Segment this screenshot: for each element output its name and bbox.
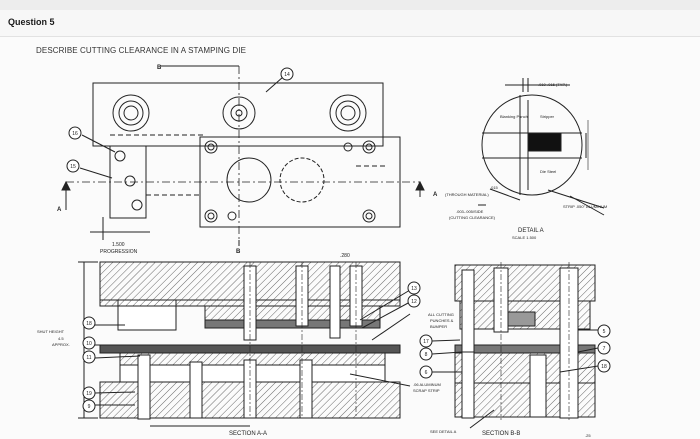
balloon-7: 7 (603, 346, 606, 352)
balloon-13: 13 (411, 286, 417, 292)
dim-015: .015 (490, 185, 499, 190)
question-header: Question 5 (0, 10, 700, 37)
section-marker-b-top: B (157, 65, 162, 71)
blanking-punch-section (527, 132, 562, 152)
section-marker-a-right: A (433, 192, 438, 198)
progression-label: PROGRESSION (100, 249, 138, 255)
question-prompt: DESCRIBE CUTTING CLEARANCE IN A STAMPING… (36, 46, 247, 55)
detail-scale: SCALE 1.500 (512, 235, 537, 240)
section-marker-b-bottom: B (236, 249, 241, 255)
detail-blanking-punch: Blanking Punch (500, 114, 528, 119)
detail-a (478, 78, 605, 216)
detail-top-dim: .010-.015 (TYP.) (538, 82, 568, 87)
see-detail-a: SEE DETAIL A (430, 429, 457, 434)
shut-height-label: SHUT HEIGHT (37, 329, 65, 334)
balloon-5: 5 (603, 329, 606, 335)
progression-value: 1.500 (112, 242, 125, 248)
section-bb-label: SECTION B-B (482, 431, 520, 437)
balloon-18b: 18 (601, 364, 607, 370)
question-title: Question 5 (8, 17, 55, 27)
through-material: (THROUGH MATERIAL) (445, 192, 489, 197)
balloon-15: 15 (70, 164, 76, 170)
cutting-clearance-label: (CUTTING CLEARANCE) (449, 215, 496, 220)
shut-height-approx: APPROX. (52, 342, 70, 347)
all-cutting-line1: ALL CUTTING (428, 312, 454, 317)
detail-title: DETAIL A (518, 228, 544, 234)
all-cutting-line3: BUMPER (430, 324, 447, 329)
balloon-17: 17 (423, 339, 429, 345)
balloon-19: 19 (86, 391, 92, 397)
section-aa (78, 261, 411, 427)
balloon-10: 10 (86, 341, 92, 347)
plan-view (61, 65, 425, 246)
balloon-16: 16 (72, 131, 78, 137)
scrap-line2: SCRAP STRIP (413, 388, 440, 393)
pilot-hole-dashed (279, 157, 325, 203)
browser-top-strip (0, 0, 700, 10)
dim-25: .25 (585, 433, 591, 438)
upper-die-plate (92, 82, 384, 147)
balloon-18: 18 (86, 321, 92, 327)
section-aa-label: SECTION A-A (229, 431, 267, 437)
pilot-hole-large (226, 157, 272, 203)
shut-height-value: 4.5 (58, 336, 64, 341)
detail-circle (481, 94, 583, 196)
balloon-8: 8 (425, 352, 428, 358)
dim-280: .280 (340, 253, 350, 259)
all-cutting-line2: PUNCHES & (430, 318, 454, 323)
detail-stripper: Stripper (540, 114, 555, 119)
detail-strip: STRIP .050" ALUMINUM (563, 204, 607, 209)
balloon-11: 11 (86, 355, 91, 361)
balloon-6: 6 (425, 370, 428, 376)
section-marker-a-left: A (57, 207, 62, 213)
balloon-12: 12 (411, 299, 417, 305)
stamping-die-drawing: 14 16 15 B B A A 1.500 PROGRESSION .280 … (37, 65, 611, 438)
section-bb (431, 262, 599, 429)
cutting-clearance-value: .003-.005/SIDE (456, 209, 484, 214)
balloon-14: 14 (284, 72, 290, 78)
detail-die-steel: Die Steel (540, 169, 556, 174)
scrap-line1: .06 ALUMINUM (413, 382, 441, 387)
balloon-9: 9 (88, 404, 91, 410)
